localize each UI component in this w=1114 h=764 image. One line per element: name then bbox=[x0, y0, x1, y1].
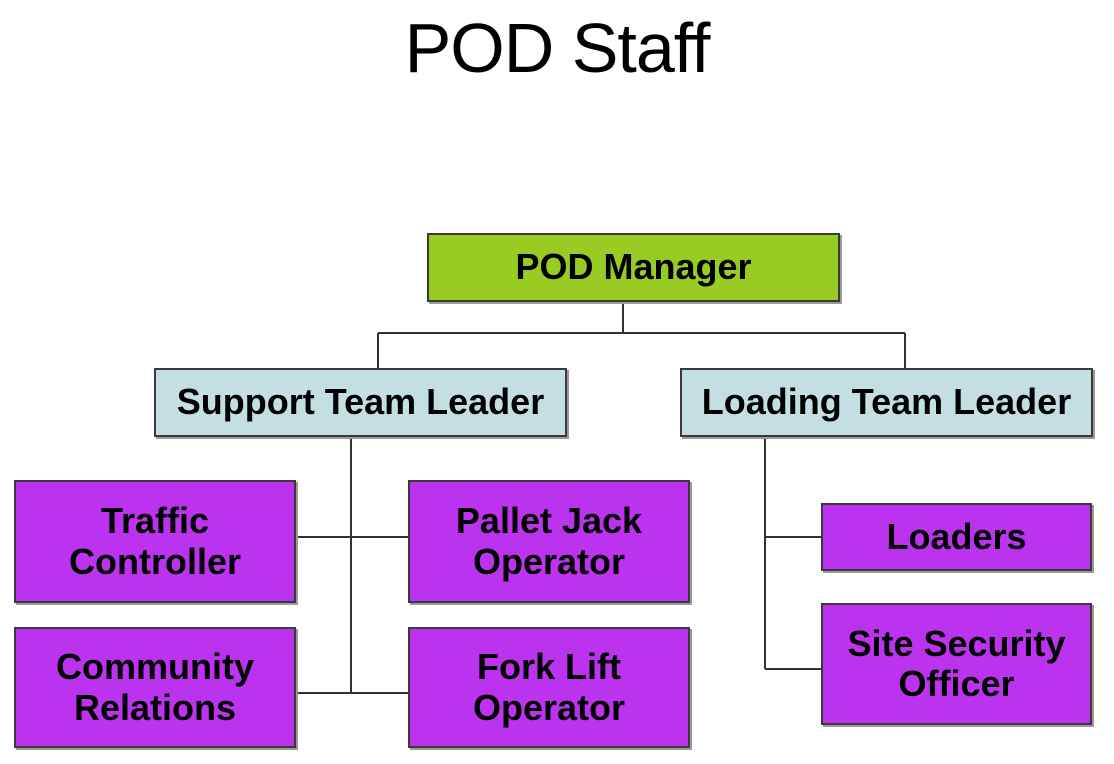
page-title: POD Staff bbox=[404, 9, 711, 87]
node-label: Loading Team Leader bbox=[701, 381, 1072, 423]
node-support-team-leader: Support Team Leader bbox=[154, 368, 567, 437]
node-label: POD Manager bbox=[515, 246, 752, 288]
node-label: Loaders bbox=[886, 515, 1027, 557]
node-loading-team-leader: Loading Team Leader bbox=[680, 368, 1093, 437]
node-label: Community Relations bbox=[56, 646, 254, 728]
node-loaders: Loaders bbox=[821, 503, 1092, 571]
node-label: Site Security Officer bbox=[847, 622, 1066, 704]
node-label: Fork Lift Operator bbox=[472, 646, 626, 728]
node-pod-manager: POD Manager bbox=[427, 233, 840, 302]
node-label: Pallet Jack Operator bbox=[455, 500, 643, 582]
node-label: Traffic Controller bbox=[68, 500, 241, 582]
node-pallet-jack-operator: Pallet Jack Operator bbox=[408, 480, 690, 603]
node-community-relations: Community Relations bbox=[14, 627, 296, 748]
node-fork-lift-operator: Fork Lift Operator bbox=[408, 627, 690, 748]
node-label: Support Team Leader bbox=[176, 381, 545, 423]
node-traffic-controller: Traffic Controller bbox=[14, 480, 296, 603]
node-site-security-officer: Site Security Officer bbox=[821, 603, 1092, 725]
